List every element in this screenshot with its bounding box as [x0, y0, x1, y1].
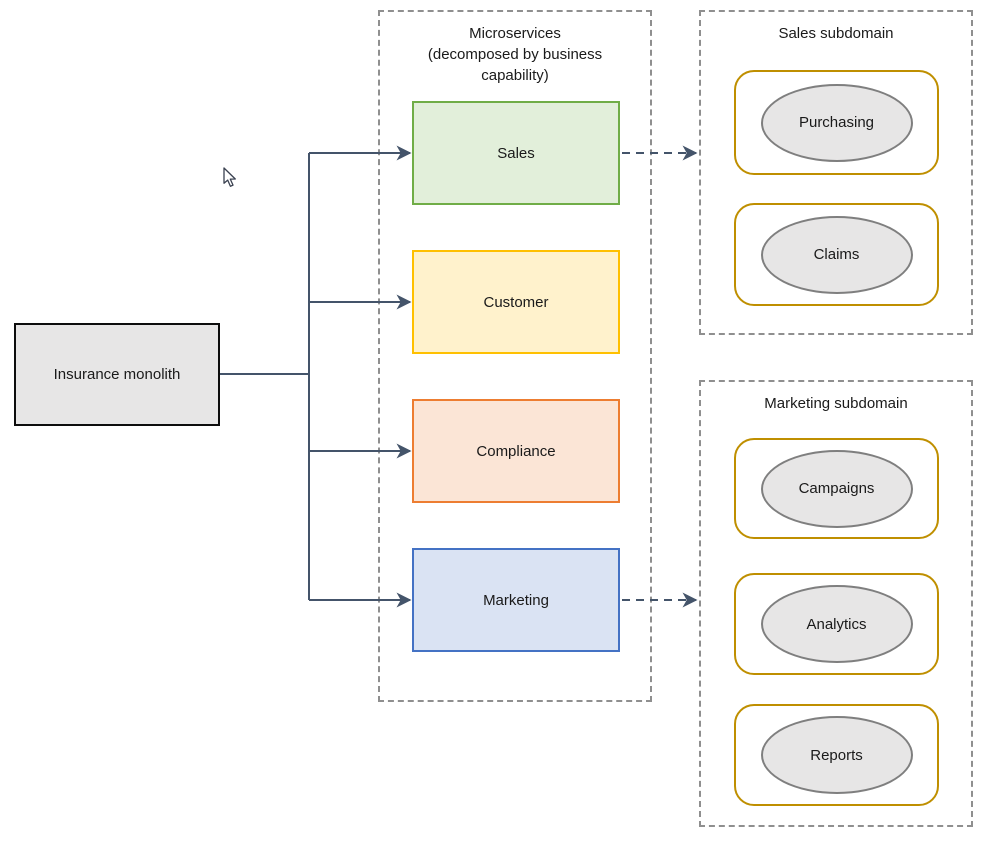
sales-subdomain-container: Sales subdomain: [699, 10, 973, 335]
campaigns-label: Campaigns: [798, 480, 875, 497]
reports-label: Reports: [810, 746, 863, 764]
service-box-marketing: Marketing: [412, 548, 620, 652]
claims-ellipse: Claims: [760, 215, 913, 294]
microservices-container: Microservices (decomposed by business ca…: [378, 10, 652, 702]
campaigns-pill: Campaigns: [734, 438, 939, 539]
service-label-customer: Customer: [483, 293, 549, 311]
microservices-title-line1: Microservices: [469, 25, 561, 42]
sales-subdomain-title: Sales subdomain: [778, 25, 894, 42]
reports-pill: Reports: [734, 704, 939, 806]
service-label-marketing: Marketing: [483, 591, 549, 609]
claims-pill: Claims: [734, 203, 939, 306]
analytics-ellipse: Analytics: [760, 585, 913, 663]
service-label-compliance: Compliance: [476, 442, 556, 460]
microservices-title: Microservices (decomposed by business ca…: [380, 23, 650, 86]
service-label-sales: Sales: [497, 144, 535, 162]
service-box-sales: Sales: [412, 101, 620, 205]
insurance-monolith-box: Insurance monolith: [14, 323, 220, 426]
analytics-label: Analytics: [806, 615, 867, 633]
purchasing-ellipse: Purchasing: [760, 83, 913, 162]
analytics-pill: Analytics: [734, 573, 939, 675]
service-box-compliance: Compliance: [412, 399, 620, 503]
marketing-subdomain-title: Marketing subdomain: [764, 395, 908, 412]
purchasing-pill: Purchasing: [734, 70, 939, 175]
insurance-monolith-label: Insurance monolith: [53, 366, 181, 383]
service-box-customer: Customer: [412, 250, 620, 354]
microservices-title-line3: capability): [481, 67, 549, 84]
campaigns-ellipse: Campaigns: [760, 449, 913, 528]
marketing-subdomain-container: Marketing subdomain: [699, 380, 973, 827]
claims-label: Claims: [813, 246, 860, 263]
purchasing-label: Purchasing: [798, 114, 875, 131]
mouse-cursor-icon: [223, 167, 236, 187]
reports-ellipse: Reports: [760, 716, 913, 794]
microservices-title-line2: (decomposed by business: [427, 46, 603, 63]
